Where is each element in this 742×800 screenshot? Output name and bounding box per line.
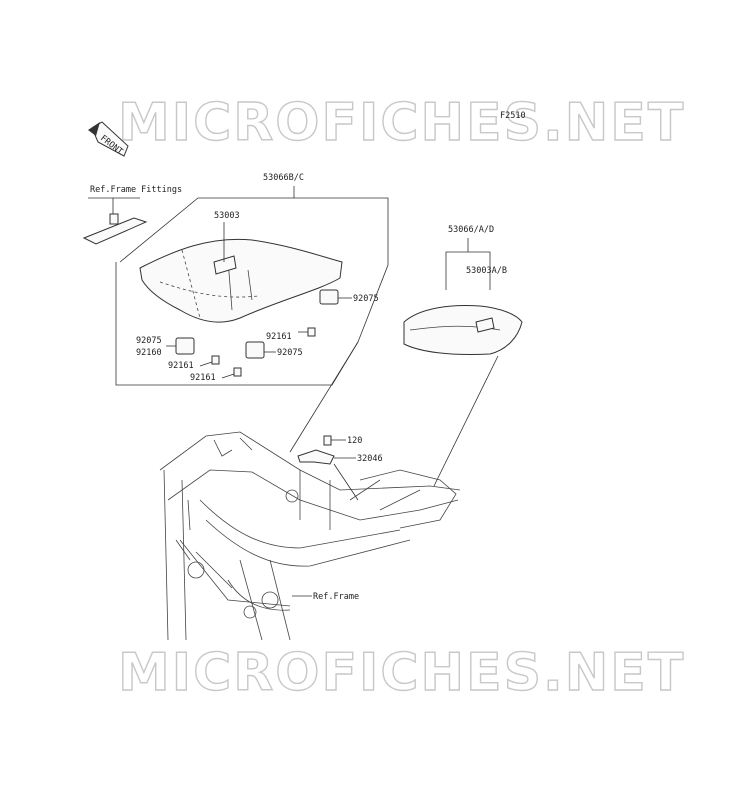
label-53066b-c: 53066B/C — [263, 173, 304, 183]
label-32046: 32046 — [357, 454, 383, 464]
label-92075-b: 92075 — [277, 348, 303, 358]
frame-fitting-part: Ref.Frame Fittings — [82, 185, 182, 245]
label-92161-a: 92161 — [266, 332, 292, 342]
watermark-top: MICROFICHES.NET — [118, 93, 685, 153]
label-53066-a-d: 53066/A/D — [448, 225, 494, 235]
label-92161-c: 92161 — [190, 373, 216, 383]
label-53003: 53003 — [214, 211, 240, 221]
label-92075-a: 92075 — [353, 294, 379, 304]
label-ref-frame-fittings: Ref.Frame Fittings — [90, 185, 182, 195]
label-92075-c: 92075 — [136, 336, 162, 346]
frame-part: Ref.Frame — [159, 431, 461, 641]
label-ref-frame: Ref.Frame — [313, 592, 359, 602]
pillion-seat-group: 53066/A/D 53003A/B — [403, 225, 523, 487]
label-53003a-b: 53003A/B — [466, 266, 507, 276]
label-120: 120 — [347, 436, 362, 446]
rider-seat-group: 53066B/C 53003 92075 92161 92075 92075 9… — [115, 173, 389, 386]
hook-bracket-group: 120 32046 — [289, 341, 383, 501]
label-92160: 92160 — [136, 348, 162, 358]
watermark-bottom: MICROFICHES.NET — [118, 643, 685, 703]
figure-code: F2510 — [500, 111, 526, 121]
label-92161-b: 92161 — [168, 361, 194, 371]
